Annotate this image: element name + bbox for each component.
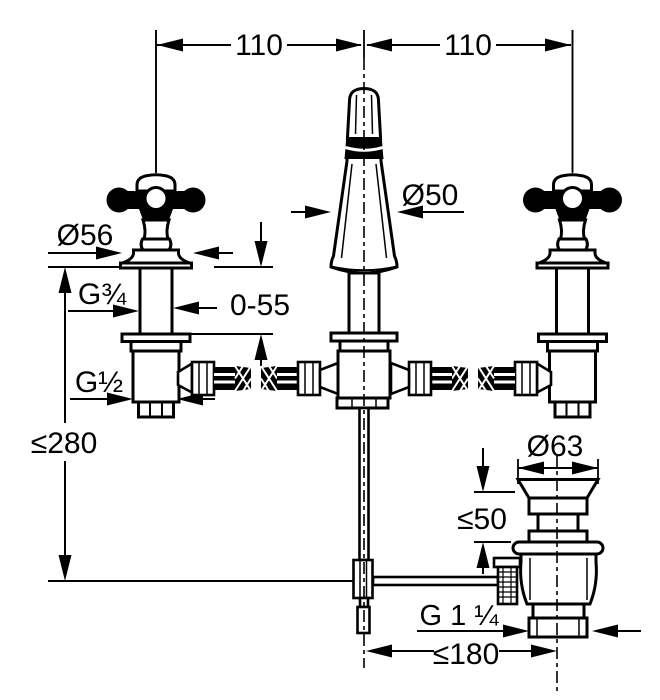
arrowhead xyxy=(503,624,529,638)
arrowhead xyxy=(476,542,490,568)
drain-diameter-label: Ø63 xyxy=(527,430,584,463)
arrowhead xyxy=(366,38,392,52)
max-height-label: ≤280 xyxy=(31,427,98,460)
arrowhead xyxy=(572,461,598,475)
shank-thread-leader xyxy=(68,304,139,318)
arrowhead xyxy=(592,624,618,638)
left-connection-hose xyxy=(176,360,340,397)
rod-to-drain-label: ≤180 xyxy=(433,638,500,671)
arrowhead xyxy=(397,205,423,219)
arrowhead xyxy=(107,392,133,406)
rod-clamp xyxy=(352,558,374,600)
arrowhead xyxy=(336,38,362,52)
drain-thread-label: G 1 ¼ xyxy=(420,600,500,632)
dim-110-left-label: 110 xyxy=(235,29,283,62)
arrowhead xyxy=(531,644,557,658)
arrowhead xyxy=(366,644,392,658)
arrowhead xyxy=(254,334,268,360)
drain-thread-leader xyxy=(417,624,641,638)
arrowhead xyxy=(113,304,139,318)
spout-diameter-label: Ø50 xyxy=(402,179,459,212)
arrowhead xyxy=(58,267,72,293)
arrowhead xyxy=(173,301,199,315)
arrowhead xyxy=(545,38,571,52)
drain-body xyxy=(519,552,598,606)
rod-to-drain-dimension xyxy=(366,644,557,658)
arrowhead xyxy=(58,555,72,581)
arrowhead xyxy=(193,246,219,260)
arrowhead xyxy=(305,205,331,219)
shank-thread-label: G¾ xyxy=(78,278,127,311)
arrowhead xyxy=(518,461,544,475)
drain-seal-flange xyxy=(511,540,605,556)
drain-flange xyxy=(515,478,601,500)
arrowhead xyxy=(96,246,122,260)
arrowhead xyxy=(157,38,183,52)
drain-waste xyxy=(492,478,605,639)
clamp-range-label: 0-55 xyxy=(230,289,290,322)
spout-diameter-dimension xyxy=(291,205,464,219)
drain-clamp-label: ≤50 xyxy=(457,503,507,536)
arrowhead xyxy=(476,466,490,492)
arrowhead xyxy=(254,241,268,267)
left-valve xyxy=(105,28,207,419)
clamp-range-dimension xyxy=(173,222,273,366)
rosette-diameter-label: Ø56 xyxy=(57,219,114,252)
drain-clamp-dimension xyxy=(474,448,515,574)
lever-clamp-cap xyxy=(492,556,522,569)
hose-thread-label: G½ xyxy=(75,366,123,399)
dim-110-right-label: 110 xyxy=(444,29,492,62)
right-connection-hose xyxy=(389,360,553,397)
horizontal-rod xyxy=(371,575,500,587)
drain-tailpipe xyxy=(527,616,589,639)
rosette-diameter-dimension xyxy=(48,246,233,268)
max-height-dimension xyxy=(48,267,356,582)
right-valve xyxy=(521,28,624,419)
